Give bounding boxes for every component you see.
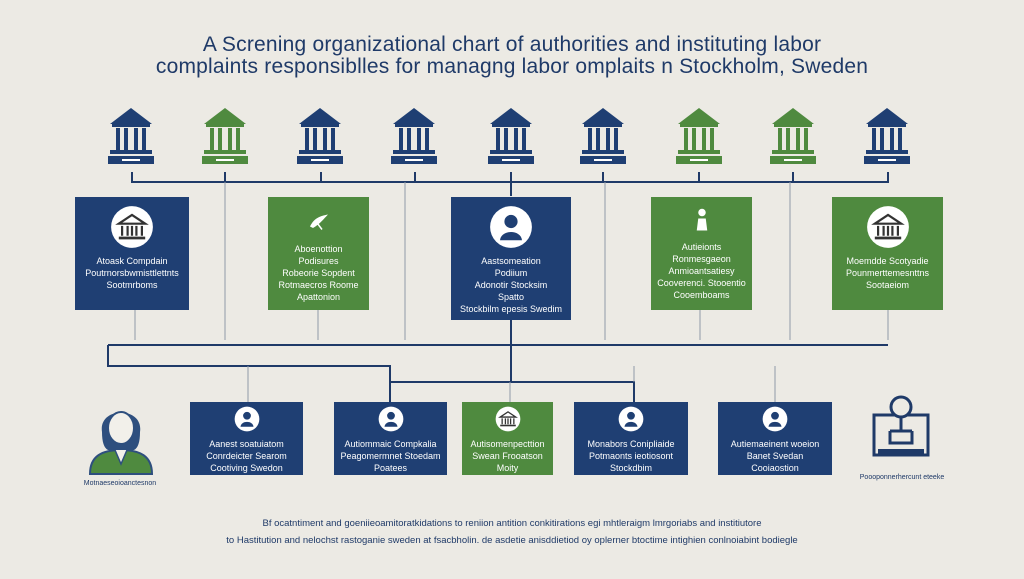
box-text-line: Moity [496, 463, 519, 473]
box-text-line: Aastsomeation [481, 256, 541, 266]
institution-building-icon [864, 108, 910, 164]
box-text-line: Stockbilm epesis Swedim [459, 304, 563, 314]
box-text-line: Rotmaecros Roome [278, 280, 359, 290]
box-text-line: Cooiaostion [751, 463, 799, 473]
person-icon [618, 406, 644, 432]
box-text-line: Cootiving Swedon [210, 463, 283, 473]
footer-line-2: to Hastitution and nelochst rastoganie s… [226, 535, 798, 546]
box-text-line: Cooemboams [673, 290, 730, 300]
box-text-line: Autiemaeinent woeion [730, 439, 820, 449]
box-text-line: Pounmerttemesnttns [845, 268, 930, 278]
left-side-caption: Motnaeseoioanctesnon [83, 480, 157, 487]
institution-building-icon [676, 108, 722, 164]
mid-connector-bar [107, 344, 888, 402]
footer-line-1: Bf ocatntiment and goeniieoamitoratkidat… [262, 518, 762, 529]
box-text-line: Atoask Compdain [96, 256, 168, 266]
box-text-line: Peagomermnet Stoedam [340, 451, 441, 461]
page-title-line-2: complaints responsiblles for managng lab… [155, 55, 869, 78]
bird-icon [309, 214, 328, 230]
box-text-line: Aboenottion [294, 244, 343, 254]
person-icon [234, 406, 259, 432]
box-text-line: Autiommaic Compkalia [344, 439, 437, 449]
person-icon [762, 406, 788, 432]
box-text-line: Poutrnorsbwmisttlettnts [85, 268, 179, 278]
institution-building-icon [108, 108, 154, 164]
box-text-line: Sootaeiom [865, 280, 910, 290]
box-text-line: Apattonion [296, 292, 341, 302]
box-text-line: Autieionts [681, 242, 722, 252]
page-title-line-1: A Screning organizational chart of autho… [202, 33, 822, 56]
box-text-line: Moemdde Scotyadie [846, 256, 929, 266]
right-side-caption: Poooponnerhercunt eteeke [859, 474, 945, 481]
certificate-icon [872, 395, 930, 457]
institution-building-icon [391, 108, 437, 164]
box-text-line: Banet Svedan [746, 451, 804, 461]
box-text-line: Robeorie Sopdent [282, 268, 355, 278]
statue-icon [696, 208, 707, 231]
institution-building-icon [488, 108, 534, 164]
box-text-line: Monabors Conipliaide [587, 439, 675, 449]
institution-building-icon [202, 108, 248, 164]
box-text-line: Cooverenci. Stooentio [657, 278, 746, 288]
box-text-line: Potmaonts ieotiosont [588, 451, 674, 461]
box-text-line: Adonotir Stocksim [474, 280, 548, 290]
box-text-line: Anmioantsatiesy [668, 266, 735, 276]
box-text-line: Stockdbim [609, 463, 653, 473]
building-icon [111, 206, 153, 248]
box-text-line: Conrdeicter Searom [206, 451, 287, 461]
building-icon [866, 206, 909, 248]
institution-building-icon [580, 108, 626, 164]
institution-building-icon [297, 108, 343, 164]
box-text-line: Sootmrboms [106, 280, 158, 290]
institution-building-icon [770, 108, 816, 164]
box-text-line: Swean Frooatson [472, 451, 543, 461]
box-text-line: Podisures [298, 256, 339, 266]
person-icon [378, 406, 403, 432]
box-text-line: Poatees [373, 463, 408, 473]
box-text-line: Autisomenpecttion [470, 439, 545, 449]
lower-connector-bar [390, 381, 635, 402]
box-text-line: Podiium [494, 268, 528, 278]
box-text-line: Aanest soatuiatom [209, 439, 284, 449]
box-text-line: Ronmesgaeon [672, 254, 731, 264]
person-icon [490, 206, 532, 248]
person-portrait-icon [88, 411, 154, 475]
building-icon [495, 406, 520, 432]
box-text-line: Spatto [497, 292, 525, 302]
